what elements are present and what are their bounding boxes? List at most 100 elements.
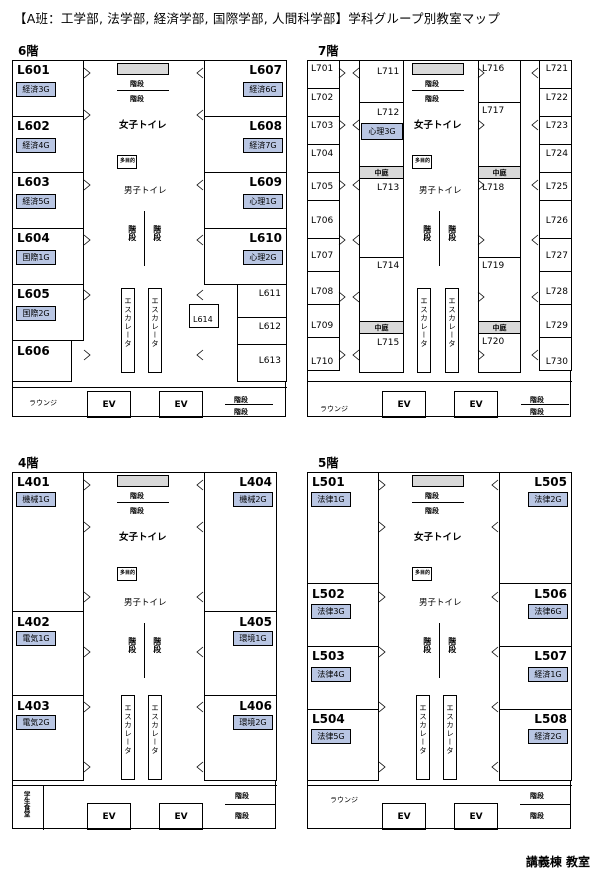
room-l604[interactable]: L604 国際1G — [12, 228, 84, 285]
room-l707[interactable]: L707 — [307, 238, 340, 272]
floor-plan-4f: L401 機械1G L402 電気1G L403 電気2G L404 機械2G … — [12, 472, 277, 830]
stairs-label: 階段 — [235, 812, 249, 820]
room-l713[interactable]: L713 — [359, 178, 404, 258]
room-code: L503 — [312, 649, 345, 663]
room-l607[interactable]: L607 経済6G — [204, 60, 287, 117]
room-code: L702 — [311, 93, 334, 103]
room-l719[interactable]: L719 — [478, 257, 521, 322]
group-tag: 法律5G — [311, 729, 351, 744]
room-code: L601 — [17, 63, 50, 77]
room-code: L701 — [311, 64, 334, 74]
stairs-top-gray — [412, 475, 464, 487]
room-code: L604 — [17, 231, 50, 245]
room-code: L606 — [17, 344, 50, 358]
room-l704[interactable]: L704 — [307, 144, 340, 173]
room-l715[interactable]: L715 — [359, 333, 404, 373]
room-l729[interactable]: L729 — [539, 304, 572, 338]
room-code: L727 — [545, 251, 568, 261]
room-l730[interactable]: L730 — [539, 337, 572, 371]
stairs-label: 階段 — [425, 95, 439, 103]
room-code: L405 — [239, 615, 272, 629]
group-tag: 経済1G — [528, 667, 568, 682]
room-code: L724 — [545, 149, 568, 159]
footer-building-label: 講義棟 教室 — [525, 855, 590, 869]
room-code: L507 — [534, 649, 567, 663]
room-l703[interactable]: L703 — [307, 116, 340, 145]
room-l501[interactable]: L501 法律1G — [307, 472, 379, 584]
stairs-label: 階段 — [234, 408, 248, 416]
room-code: L403 — [17, 699, 50, 713]
room-l613[interactable]: L613 — [237, 344, 287, 382]
room-l606[interactable]: L606 — [12, 340, 72, 382]
floor-plan-6f: L601 経済3G L602 経済4G L603 経済5G L604 国際1G … — [12, 60, 287, 418]
room-l728[interactable]: L728 — [539, 271, 572, 305]
room-code: L725 — [545, 182, 568, 192]
room-code: L602 — [17, 119, 50, 133]
room-l506[interactable]: L506 法律6G — [499, 583, 572, 647]
room-l702[interactable]: L702 — [307, 88, 340, 117]
floor-label-7f: 7階 — [318, 44, 339, 58]
room-code: L401 — [17, 475, 50, 489]
room-l605[interactable]: L605 国際2G — [12, 284, 84, 341]
room-l720[interactable]: L720 — [478, 333, 521, 373]
room-l602[interactable]: L602 経済4G — [12, 116, 84, 173]
room-l708[interactable]: L708 — [307, 271, 340, 305]
room-l507[interactable]: L507 経済1G — [499, 646, 572, 710]
room-l406[interactable]: L406 環境2G — [204, 695, 277, 781]
room-l716[interactable]: L716 — [478, 60, 521, 103]
room-code: L729 — [545, 321, 568, 331]
room-l404[interactable]: L404 機械2G — [204, 472, 277, 612]
room-l712[interactable]: L712 心理3G — [359, 102, 404, 167]
room-l614[interactable]: L614 — [189, 304, 219, 328]
stairs-top-gray — [412, 63, 464, 75]
room-code: L730 — [545, 357, 568, 367]
room-l705[interactable]: L705 — [307, 172, 340, 201]
mens-toilet-label: 男子トイレ — [419, 186, 462, 196]
elevator: EV — [159, 803, 203, 830]
stairs-label: 階段 — [235, 792, 249, 800]
elevator: EV — [159, 391, 203, 418]
stairs-label: 階段 — [425, 507, 439, 515]
room-code: L608 — [249, 119, 282, 133]
room-l405[interactable]: L405 環境1G — [204, 611, 277, 696]
mens-toilet-label: 男子トイレ — [419, 598, 462, 608]
multipurpose-toilet: 多目的 — [412, 155, 432, 169]
group-tag: 経済6G — [243, 82, 283, 97]
room-l609[interactable]: L609 心理1G — [204, 172, 287, 229]
stairs-label: 階段 — [130, 80, 144, 88]
room-l401[interactable]: L401 機械1G — [12, 472, 84, 612]
floor-label-6f: 6階 — [18, 44, 39, 58]
room-l611[interactable]: L611 — [237, 284, 287, 318]
escalator: エスカレータ — [148, 695, 162, 780]
room-l603[interactable]: L603 経済5G — [12, 172, 84, 229]
room-code: L710 — [311, 357, 334, 367]
room-l710[interactable]: L710 — [307, 337, 340, 371]
room-l502[interactable]: L502 法律3G — [307, 583, 379, 647]
room-l718[interactable]: L718 — [478, 178, 521, 258]
room-l601[interactable]: L601 経済3G — [12, 60, 84, 117]
room-l608[interactable]: L608 経済7G — [204, 116, 287, 173]
room-l403[interactable]: L403 電気2G — [12, 695, 84, 781]
room-code: L728 — [545, 287, 568, 297]
escalator: エスカレータ — [148, 288, 162, 373]
room-code: L713 — [377, 183, 400, 193]
room-l706[interactable]: L706 — [307, 200, 340, 239]
room-l505[interactable]: L505 法律2G — [499, 472, 572, 584]
room-code: L404 — [239, 475, 272, 489]
stairs-label: 階段 — [425, 492, 439, 500]
room-l709[interactable]: L709 — [307, 304, 340, 338]
room-l504[interactable]: L504 法律5G — [307, 709, 379, 781]
escalator: エスカレータ — [121, 695, 135, 780]
stairs-label: 階段 — [425, 80, 439, 88]
room-l610[interactable]: L610 心理2G — [204, 228, 287, 285]
elevator: EV — [454, 391, 498, 418]
room-code: L610 — [249, 231, 282, 245]
room-code: L723 — [545, 121, 568, 131]
group-tag: 環境1G — [233, 631, 273, 646]
room-l714[interactable]: L714 — [359, 257, 404, 322]
room-l726[interactable]: L726 — [539, 200, 572, 239]
escalator: エスカレータ — [443, 695, 457, 780]
room-l508[interactable]: L508 経済2G — [499, 709, 572, 781]
room-code: L402 — [17, 615, 50, 629]
room-l503[interactable]: L503 法律4G — [307, 646, 379, 710]
